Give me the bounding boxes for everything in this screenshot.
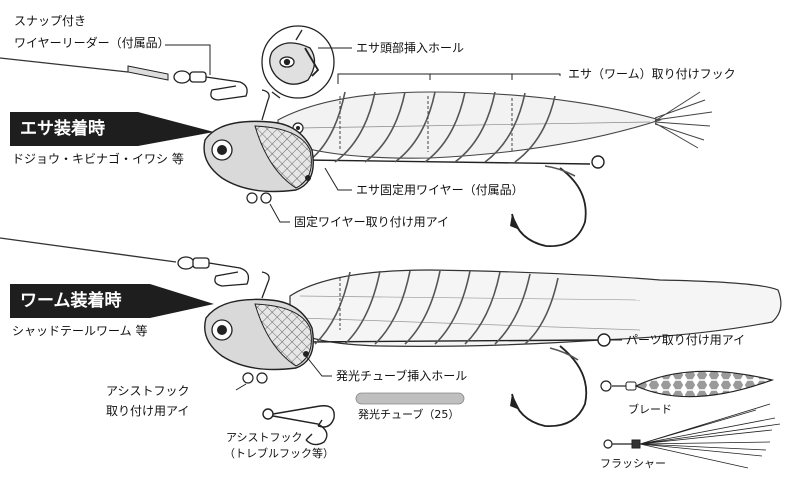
assist-hook-shape bbox=[262, 405, 335, 446]
glow-tube-shape bbox=[355, 392, 465, 405]
snap-wire-leader-label-1: スナップ付き bbox=[14, 14, 87, 28]
head-hole-zoom bbox=[261, 25, 335, 99]
bait-hook-label: エサ（ワーム）取り付けフック bbox=[568, 67, 736, 81]
parts-eye-label: パーツ取り付け用アイ bbox=[626, 333, 746, 347]
hook-bend-bottom bbox=[511, 345, 588, 427]
worm-mode-title: ワーム装着時 bbox=[20, 291, 122, 311]
leader-line-top bbox=[0, 57, 129, 73]
hook-shank-top bbox=[304, 159, 591, 165]
blade-shape bbox=[600, 370, 775, 398]
assist-hook-label-2: （トレブルフック等） bbox=[224, 447, 334, 460]
bait-fish-tail bbox=[654, 91, 713, 149]
assist-hook-eye-label-1: アシストフック bbox=[106, 384, 190, 398]
bait-mode-title: エサ装着時 bbox=[20, 119, 105, 139]
worm-body bbox=[289, 269, 782, 347]
banner-shapes bbox=[10, 112, 214, 318]
fixing-wire-wraps-bottom bbox=[314, 270, 579, 361]
wire-leader-sleeve-top bbox=[127, 65, 169, 81]
snap-swivel-bottom bbox=[177, 256, 250, 287]
jig-head-top bbox=[203, 89, 314, 204]
glow-tube-hole-label: 発光チューブ挿入ホール bbox=[336, 369, 468, 383]
hook-bend-top bbox=[511, 167, 587, 247]
fixing-wire-label: エサ固定用ワイヤー（付属品） bbox=[356, 183, 524, 197]
bait-mode-examples: ドジョウ・キビナゴ・イワシ 等 bbox=[12, 152, 184, 166]
bait-rig bbox=[0, 25, 713, 247]
hook-eye-top bbox=[591, 155, 605, 169]
fixing-wire-eye-label: 固定ワイヤー取り付け用アイ bbox=[294, 215, 450, 229]
jig-head-bottom bbox=[204, 271, 314, 384]
snap-swivel-top bbox=[173, 70, 248, 101]
blade-label: ブレード bbox=[628, 403, 672, 416]
hook-shank-bottom bbox=[304, 339, 599, 343]
fixing-wire-wraps-top bbox=[309, 91, 576, 177]
worm-mode-examples: シャッドテールワーム 等 bbox=[12, 324, 148, 338]
flasher-shape bbox=[603, 403, 781, 469]
bait-head-hole-label: エサ頭部挿入ホール bbox=[356, 41, 465, 55]
worm-rig bbox=[0, 237, 782, 469]
parts-eye-circle bbox=[597, 333, 611, 347]
leader-line-bottom bbox=[0, 237, 177, 263]
flasher-label: フラッシャー bbox=[600, 457, 666, 470]
glow-tube-label: 発光チューブ（25） bbox=[358, 408, 460, 421]
assist-hook-label-1: アシストフック bbox=[226, 431, 303, 444]
assist-hook-eye-label-2: 取り付け用アイ bbox=[106, 404, 190, 418]
snap-wire-leader-label-2: ワイヤーリーダー（付属品） bbox=[14, 36, 170, 50]
